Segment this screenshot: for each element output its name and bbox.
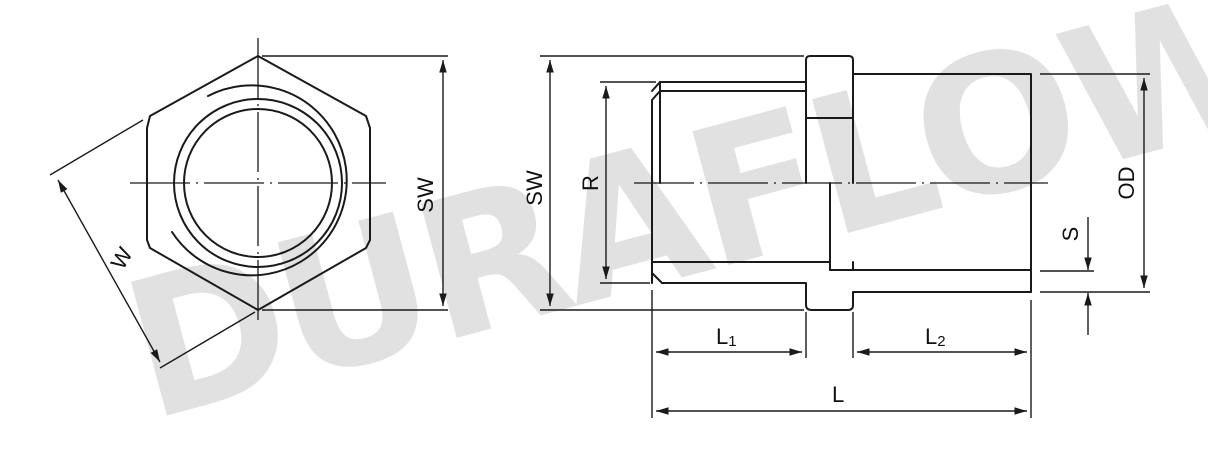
w-ext-bottom [159, 311, 256, 369]
thread-outline-top [651, 90, 807, 184]
od-label: OD [1114, 167, 1139, 200]
sw-label-front: SW [413, 177, 438, 213]
side-view-section: SW R OD S L1 L2 [522, 55, 1150, 418]
thread-circle [173, 98, 343, 268]
r-label: R [578, 175, 603, 191]
watermark-text: DURAFLOW [104, 0, 1208, 460]
s-label: S [1058, 227, 1083, 242]
l2-label: L2 [925, 324, 946, 350]
bore-circle [183, 108, 333, 258]
pipe-outline [852, 73, 1032, 293]
sw-label-side: SW [522, 170, 547, 206]
hex-outline-side [805, 55, 854, 184]
front-view-hex: SW W [49, 38, 448, 369]
thread-arc [171, 84, 348, 277]
l-total-label: L [832, 382, 844, 407]
hexagon-outline [146, 55, 371, 311]
w-dimension-line [57, 179, 161, 363]
w-ext-top [49, 119, 144, 176]
l1-label: L1 [716, 324, 737, 350]
watermark: DURAFLOW [104, 0, 1208, 460]
thread-chamfer [651, 81, 661, 92]
